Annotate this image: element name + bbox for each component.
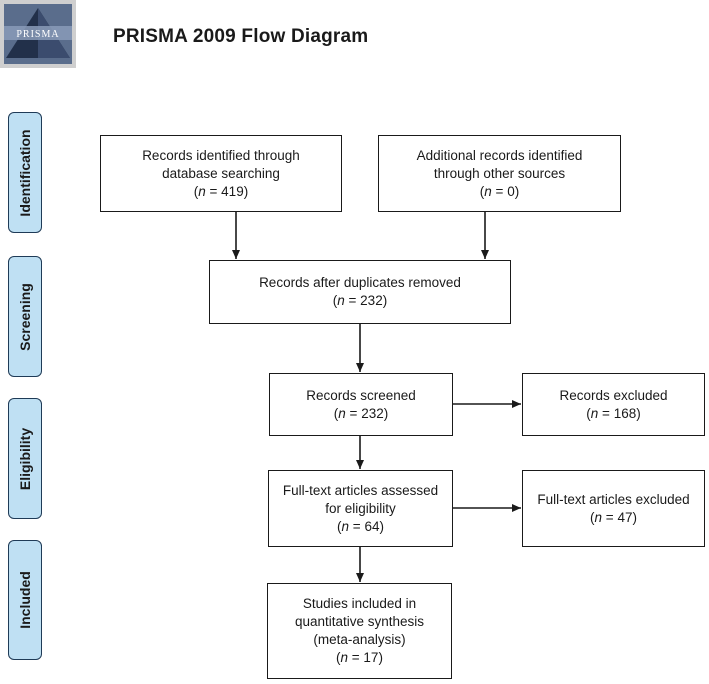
stage-screening: Screening (8, 256, 42, 377)
box-text: through other sources (433, 165, 566, 181)
box-database-searching: Records identified through database sear… (100, 135, 342, 212)
box-text: Full-text articles assessed (282, 482, 439, 498)
box-records-screened: Records screened (n = 232) (269, 373, 453, 436)
count-text: (n = 232) (333, 405, 389, 421)
box-text: Records after duplicates removed (259, 275, 461, 290)
count-value: 168 (613, 405, 637, 421)
stage-identification: Identification (8, 112, 42, 233)
box-text: Additional records identified (416, 147, 583, 163)
stage-included: Included (8, 540, 42, 660)
prisma-logo-graphic: PRISMA (0, 0, 76, 68)
box-text: (meta-analysis) (313, 632, 406, 647)
box-duplicates-removed: Records after duplicates removed (n = 23… (209, 260, 511, 324)
count-value: 232 (360, 293, 383, 308)
count-text: (n = 419) (193, 183, 249, 199)
box-text: Records excluded (559, 387, 668, 403)
count-text: (n = 64) (337, 518, 384, 534)
count-value: 47 (617, 509, 633, 525)
count-text: (n = 0) (479, 183, 520, 199)
count-text: (n = 232) (332, 293, 388, 308)
count-value: 232 (361, 405, 384, 421)
box-records-excluded: Records excluded (n = 168) (522, 373, 705, 436)
box-text: quantitative synthesis (294, 614, 425, 629)
count-value: 64 (364, 518, 380, 534)
box-text: Records identified through (142, 147, 300, 163)
box-fulltext-excluded: Full-text articles excluded (n = 47) (522, 470, 705, 547)
box-studies-included: Studies included in quantitative synthes… (267, 583, 452, 679)
prisma-logo: PRISMA (0, 0, 76, 68)
count-text: (n = 47) (590, 509, 637, 525)
count-text: (n = 168) (586, 405, 641, 421)
box-text: database searching (162, 165, 280, 181)
logo-text: PRISMA (16, 29, 59, 40)
count-text: (n = 17) (336, 650, 383, 665)
box-text: Studies included in (302, 596, 417, 611)
stage-eligibility: Eligibility (8, 398, 42, 519)
box-text: for eligibility (325, 500, 396, 516)
box-other-sources: Additional records identified through ot… (378, 135, 621, 212)
count-value: 419 (221, 183, 244, 199)
box-text: Full-text articles excluded (537, 491, 690, 507)
count-value: 17 (363, 650, 379, 665)
page-title: PRISMA 2009 Flow Diagram (113, 26, 369, 47)
box-text: Records screened (306, 387, 416, 403)
count-value: 0 (507, 183, 515, 199)
box-fulltext-assessed: Full-text articles assessed for eligibil… (268, 470, 453, 547)
